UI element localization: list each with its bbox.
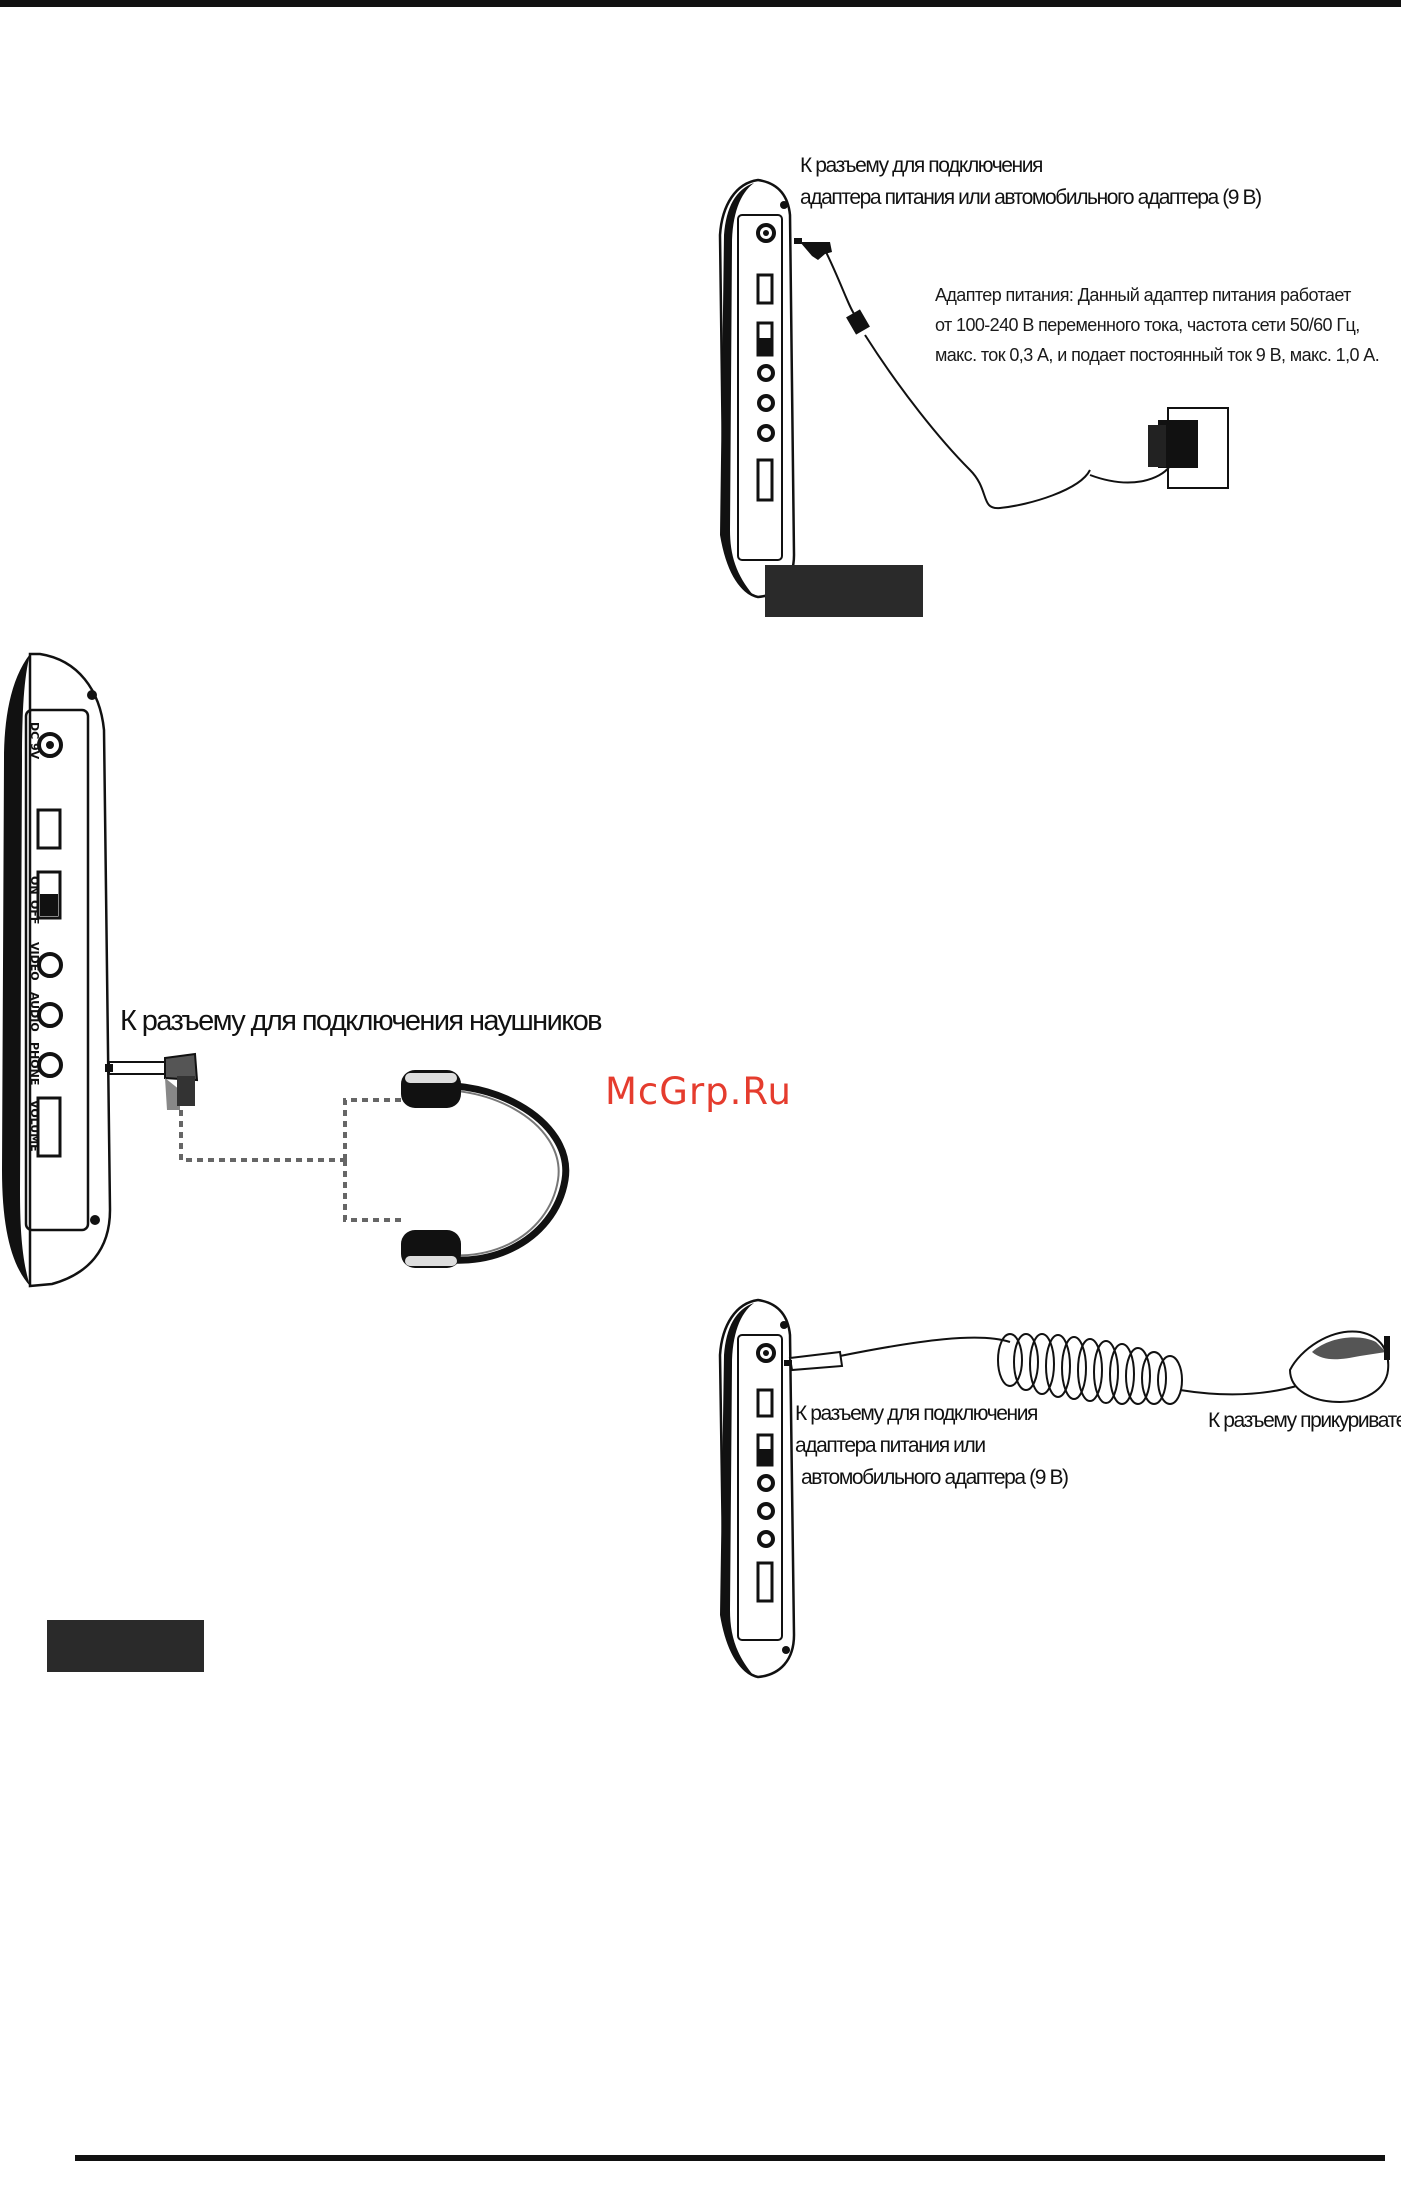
- figure-car-adapter: К разъему для подключения адаптера питан…: [700, 1290, 1401, 1690]
- device-side-view-headphones: DC 9V ON OFF VIDEO AUDIO PHONE VOLUME: [2, 652, 112, 1288]
- adapter-description-line2: от 100-240 В переменного тока, частота с…: [935, 315, 1360, 335]
- headphones-illustration: [105, 1052, 570, 1268]
- lighter-label: К разъему прикуривателя: [1208, 1409, 1401, 1432]
- figure-label-box-left: [47, 1620, 204, 1672]
- adapter-connector-label-line1: К разъему для подключения: [800, 154, 1043, 177]
- port-label-volume: VOLUME: [28, 1100, 41, 1152]
- adapter-description: Адаптер питания: Данный адаптер питания …: [935, 280, 1380, 370]
- watermark: McGrp.Ru: [605, 1070, 792, 1113]
- port-label-video: VIDEO: [28, 942, 41, 981]
- port-label-on: ON: [28, 876, 41, 895]
- port-label-phone: PHONE: [28, 1042, 41, 1085]
- top-rule: [0, 0, 1401, 7]
- figure-headphones: DC 9V ON OFF VIDEO AUDIO PHONE VOLUME К …: [0, 650, 700, 1290]
- figure-label-box: [765, 565, 923, 617]
- adapter-connector-label: К разъему для подключения адаптера питан…: [800, 150, 1262, 214]
- adapter-connector-label-line2: адаптера питания или автомобильного адап…: [800, 186, 1262, 209]
- adapter-description-line1: Адаптер питания: Данный адаптер питания …: [935, 285, 1351, 305]
- car-connector-label-line1: К разъему для подключения: [795, 1402, 1038, 1425]
- port-label-dc: DC 9V: [28, 722, 41, 760]
- figure-power-adapter: К разъему для подключения адаптера питан…: [700, 150, 1390, 620]
- car-adapter-illustration: [784, 1330, 1390, 1405]
- car-connector-label-line3: автомобильного адаптера (9 В): [801, 1466, 1069, 1489]
- headphone-connector-label: К разъему для подключения наушников: [120, 1005, 603, 1037]
- car-connector-label: К разъему для подключения адаптера питан…: [795, 1398, 1069, 1494]
- port-label-off: OFF: [28, 900, 41, 924]
- device-side-view-car: [718, 1298, 796, 1679]
- device-side-view-adapter: [718, 178, 796, 599]
- car-connector-label-line2: адаптера питания или: [795, 1434, 986, 1457]
- adapter-description-line3: макс. ток 0,3 А, и подает постоянный ток…: [935, 345, 1380, 365]
- bottom-rule: [75, 2155, 1385, 2161]
- port-label-audio: AUDIO: [28, 992, 41, 1032]
- power-adapter-illustration: [794, 238, 1229, 510]
